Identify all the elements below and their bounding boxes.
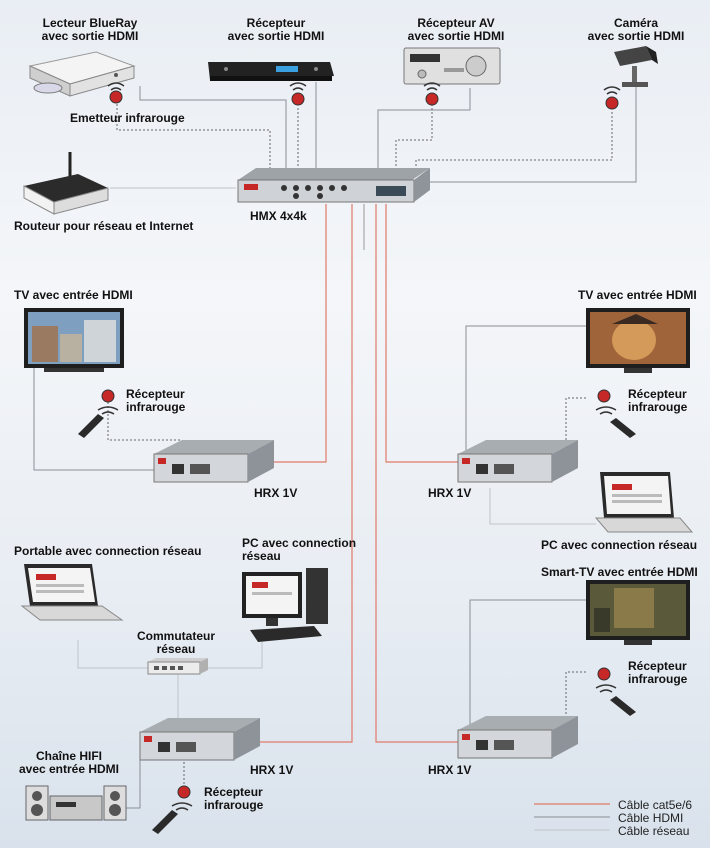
- ir-emitter-camera-icon: [603, 86, 621, 110]
- hdmi-cable-receiver-av: [377, 88, 471, 168]
- tv-left-icon: [24, 308, 124, 372]
- camera-icon: [614, 46, 658, 87]
- ir-emitter-label: Emetteur infrarouge: [70, 111, 185, 125]
- hrx-1-label: HRX 1V: [254, 486, 298, 500]
- hrx-1-icon: [153, 440, 274, 483]
- hrx-3-label: HRX 1V: [250, 763, 294, 777]
- ir-cable-rx3: [565, 671, 586, 727]
- hrx-4-label: HRX 1V: [428, 763, 472, 777]
- network-cable-pc-right: [489, 488, 596, 525]
- hifi-line1: Chaîne HIFI: [35, 749, 102, 763]
- receiver-av-label-line1: Récepteur AV: [417, 16, 495, 30]
- network-cables: [77, 187, 596, 726]
- hdmi-cable-smart-tv: [469, 599, 586, 727]
- router-label: Routeur pour réseau et Internet: [14, 219, 194, 233]
- receiver-hdmi-label-line2: avec sortie HDMI: [227, 29, 325, 43]
- tv-left-label: TV avec entrée HDMI: [14, 288, 133, 302]
- bluray-label: Lecteur BlueRay avec sortie HDMI: [30, 17, 150, 43]
- cat5-cable-hrx2: [385, 204, 462, 463]
- ir-receiver-3-icon: [595, 667, 636, 716]
- cat5-cable-hrx3: [252, 204, 353, 743]
- ir-receiver-1-line1: Récepteur: [126, 387, 185, 401]
- hdmi-cable-bluray: [139, 86, 287, 168]
- hrx-2-label: HRX 1V: [428, 486, 472, 500]
- receiver-av-label-line2: avec sortie HDMI: [407, 29, 505, 43]
- hrx-3-icon: [139, 718, 260, 761]
- ir-receiver-1-label: Récepteur infrarouge: [126, 388, 185, 414]
- camera-label: Caméra avec sortie HDMI: [574, 17, 698, 43]
- ir-cable-rx2: [565, 397, 586, 452]
- hmx-label: HMX 4x4k: [250, 209, 307, 223]
- ir-emitter-av-icon: [423, 82, 441, 106]
- hdmi-cable-hifi: [126, 745, 141, 809]
- tv-right-label: TV avec entrée HDMI: [578, 288, 697, 302]
- network-cable-pc-center: [206, 640, 263, 669]
- ir-receiver-4-icon: [152, 785, 193, 834]
- network-switch-icon: [147, 658, 208, 675]
- pc-center-icon: [242, 568, 328, 642]
- ir-receiver-3-line2: infrarouge: [628, 672, 688, 686]
- pc-center-label: PC avec connection réseau: [242, 537, 356, 563]
- pc-center-line1: PC avec connection: [242, 536, 357, 550]
- ir-cable-camera: [415, 112, 613, 168]
- satellite-receiver-icon: [208, 62, 334, 81]
- ir-receiver-4-label: Récepteur infrarouge: [204, 786, 263, 812]
- legend-hdmi-label: Câble HDMI: [618, 811, 684, 825]
- ir-receiver-4-line2: infrarouge: [204, 798, 264, 812]
- tv-right-icon: [586, 308, 690, 373]
- camera-label-line2: avec sortie HDMI: [587, 29, 685, 43]
- ir-receiver-2-line2: infrarouge: [628, 400, 688, 414]
- laptop-right-icon: [594, 472, 694, 533]
- hifi-line2: avec entrée HDMI: [18, 762, 120, 776]
- receiver-hdmi-label: Récepteur avec sortie HDMI: [214, 17, 338, 43]
- smart-tv-label: Smart-TV avec entrée HDMI: [541, 565, 698, 579]
- ir-receiver-4-line1: Récepteur: [204, 785, 263, 799]
- hifi-label: Chaîne HIFI avec entrée HDMI: [10, 750, 128, 776]
- hdmi-cable-tv-right: [465, 325, 586, 452]
- ir-emitter-receiver-icon: [289, 82, 307, 106]
- switch-line1: Commutateur: [136, 629, 215, 643]
- ir-cable-bluray: [116, 100, 271, 168]
- switch-label: Commutateur réseau: [126, 630, 226, 656]
- switch-line2: réseau: [156, 642, 196, 656]
- legend-network-label: Câble réseau: [618, 824, 690, 838]
- camera-label-line1: Caméra: [613, 16, 659, 30]
- cat5-cable-hrx1: [236, 204, 327, 463]
- laptop-left-icon: [20, 564, 124, 621]
- hifi-system-icon: [25, 785, 127, 821]
- ir-receiver-2-label: Récepteur infrarouge: [628, 388, 687, 414]
- laptop-left-label: Portable avec connection réseau: [14, 544, 202, 558]
- receiver-av-label: Récepteur AV avec sortie HDMI: [394, 17, 518, 43]
- hdmi-cable-camera: [430, 80, 637, 183]
- smart-tv-icon: [586, 580, 690, 645]
- ir-cable-av: [395, 104, 433, 168]
- bluray-label-line1: Lecteur BlueRay: [42, 16, 138, 30]
- hrx-4-icon: [457, 716, 578, 759]
- ir-receiver-2-line1: Récepteur: [628, 387, 687, 401]
- pc-right-label: PC avec connection réseau: [541, 538, 698, 552]
- ir-emitter-bluray-icon: [107, 82, 125, 104]
- ir-cables: [107, 100, 613, 792]
- pc-center-line2: réseau: [242, 549, 281, 563]
- ir-receiver-1-icon: [78, 389, 119, 438]
- hrx-2-icon: [457, 440, 578, 483]
- av-receiver-icon: [403, 47, 501, 85]
- router-icon: [23, 152, 109, 215]
- receiver-hdmi-label-line1: Récepteur: [246, 16, 306, 30]
- ir-receiver-3-label: Récepteur infrarouge: [628, 660, 687, 686]
- bluray-label-line2: avec sortie HDMI: [41, 29, 139, 43]
- legend-swatches: [534, 803, 610, 831]
- bluray-player-icon: [28, 51, 136, 97]
- hmx-matrix-icon: [237, 168, 430, 203]
- cat5-cable-hrx4: [375, 204, 462, 743]
- ir-receiver-1-line2: infrarouge: [126, 400, 186, 414]
- ir-receiver-3-line1: Récepteur: [628, 659, 687, 673]
- network-cable-laptop: [77, 640, 148, 669]
- ir-receiver-2-icon: [595, 389, 636, 438]
- legend-cat5-label: Câble cat5e/6: [618, 798, 693, 812]
- hdmi-cables: [33, 80, 637, 809]
- hdmi-cable-tv-left: [33, 368, 160, 471]
